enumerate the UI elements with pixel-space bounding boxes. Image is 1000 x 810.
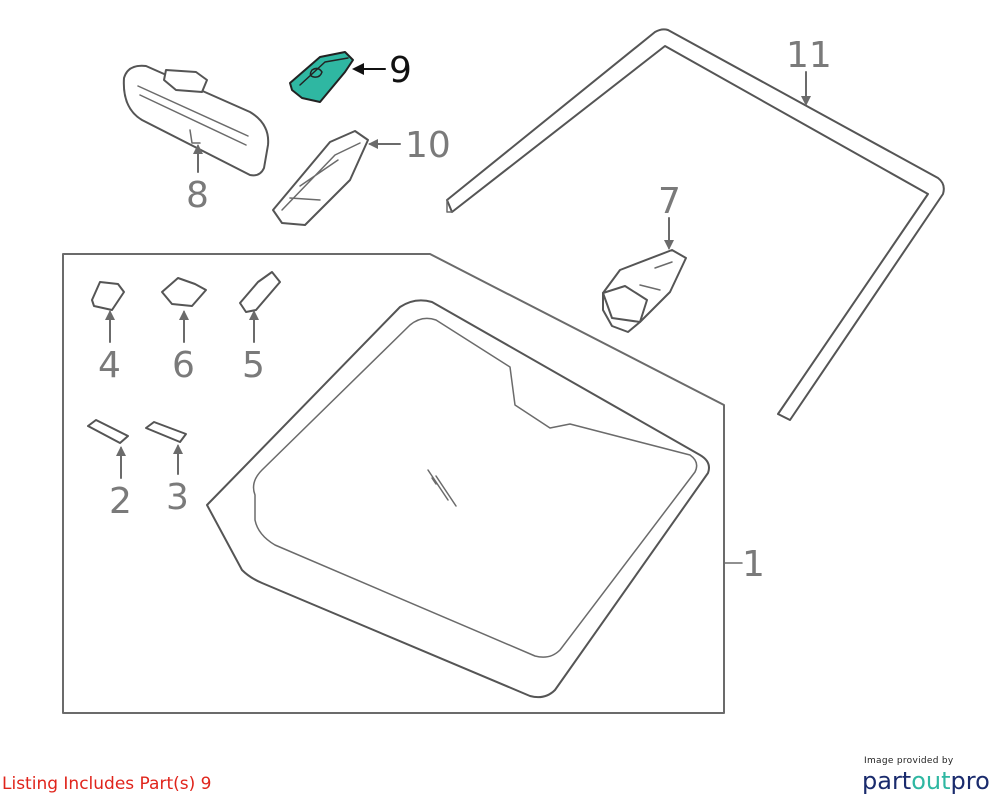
clip-part-5[interactable] [239, 271, 281, 313]
moulding-part-11[interactable] [446, 28, 945, 421]
label-part-3: 3 [166, 477, 189, 518]
mirror-part-8[interactable] [122, 64, 270, 177]
brand-part2: out [911, 767, 951, 795]
label-part-2: 2 [109, 481, 132, 522]
label-part-11: 11 [786, 35, 832, 76]
clip-part-4[interactable] [91, 281, 125, 311]
brand-part3: pro [950, 767, 990, 795]
listing-note: Listing Includes Part(s) 9 [2, 774, 212, 794]
cover-part-10[interactable] [272, 130, 369, 226]
brand-part1: part [862, 767, 912, 795]
strip-part-2[interactable] [87, 419, 129, 444]
windshield-part-1[interactable] [206, 299, 710, 699]
label-part-7: 7 [658, 181, 681, 222]
label-part-8: 8 [186, 175, 209, 216]
provider-caption: Image provided by [864, 756, 954, 766]
group-outline-box [62, 253, 725, 714]
label-part-4: 4 [98, 345, 121, 386]
partoutpro-logo: partoutpro [862, 768, 992, 794]
sensor-part-7[interactable] [602, 249, 687, 333]
clip-part-6[interactable] [161, 277, 207, 307]
provider-badge: Image provided by partoutpro [862, 756, 992, 794]
label-part-1: 1 [742, 544, 765, 585]
bracket-part-9[interactable] [289, 51, 354, 103]
label-part-6: 6 [172, 345, 195, 386]
strip-part-3[interactable] [145, 421, 187, 443]
label-part-9: 9 [389, 50, 412, 91]
label-part-5: 5 [242, 345, 265, 386]
label-part-10: 10 [405, 125, 451, 166]
